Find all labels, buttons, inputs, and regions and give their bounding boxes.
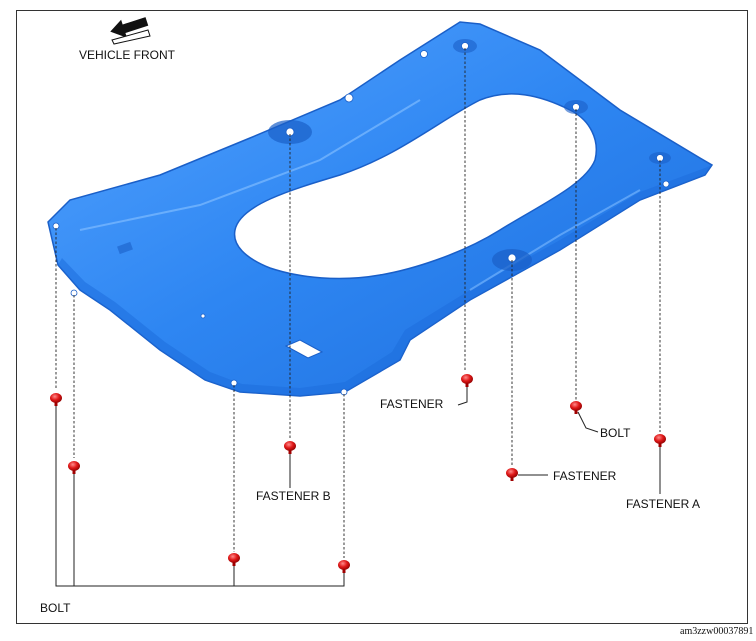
- fastener-part: [461, 374, 473, 387]
- fastener-a-label: FASTENER A: [626, 497, 700, 511]
- bolt-part: [338, 560, 350, 573]
- fastener-parts: [50, 374, 666, 573]
- bolt-label-right: BOLT: [600, 426, 631, 440]
- fastener-label-2: FASTENER: [553, 469, 617, 483]
- vehicle-front-label: VEHICLE FRONT: [79, 48, 176, 62]
- fastener-part: [506, 468, 518, 481]
- fastener-b-label: FASTENER B: [256, 489, 331, 503]
- bolt-label-left: BOLT: [40, 601, 71, 615]
- fastener-label-1: FASTENER: [380, 397, 444, 411]
- diagram-frame: [16, 10, 748, 624]
- bolt-part: [570, 401, 582, 414]
- leader-lines: [55, 386, 661, 587]
- alignment-lines: [55, 48, 661, 558]
- arrow-up-left-icon: [110, 17, 151, 45]
- fastener-a-part: [654, 434, 666, 447]
- bolt-part: [68, 461, 80, 474]
- image-code: am3zzw00037891: [680, 626, 753, 637]
- bolt-part: [228, 553, 240, 566]
- under-cover-panel: [47, 21, 714, 397]
- fastener-b-part: [284, 441, 296, 454]
- bolt-part: [50, 393, 62, 406]
